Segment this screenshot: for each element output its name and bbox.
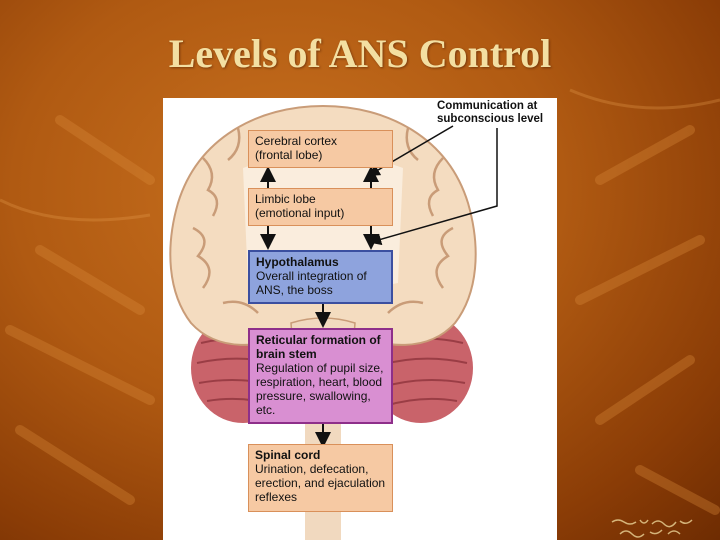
- ans-control-diagram: Communication at subconscious level Cere…: [163, 98, 557, 540]
- hypothalamus-label: Hypothalamus: [256, 255, 339, 269]
- cerebral-cortex-detail: (frontal lobe): [255, 148, 323, 162]
- slide-title: Levels of ANS Control: [168, 31, 552, 76]
- spinal-cord-label: Spinal cord: [255, 448, 321, 462]
- cerebral-cortex-box: Cerebral cortex (frontal lobe): [248, 130, 393, 168]
- limbic-lobe-label: Limbic lobe: [255, 192, 316, 206]
- limbic-lobe-detail: (emotional input): [255, 206, 345, 220]
- limbic-lobe-box: Limbic lobe (emotional input): [248, 188, 393, 226]
- brain-folds: [192, 127, 454, 314]
- watermark-scribble: [611, 519, 693, 538]
- reticular-formation-detail: Regulation of pupil size, respiration, h…: [256, 361, 384, 417]
- reticular-formation-box: Reticular formation of brain stem Regula…: [248, 328, 393, 424]
- spinal-cord-box: Spinal cord Urination, defecation, erect…: [248, 444, 393, 512]
- reticular-formation-label: Reticular formation of brain stem: [256, 333, 381, 361]
- hypothalamus-box: Hypothalamus Overall integration of ANS,…: [248, 250, 393, 304]
- spinal-cord-detail: Urination, defecation, erection, and eja…: [255, 462, 386, 504]
- cerebral-cortex-label: Cerebral cortex: [255, 134, 338, 148]
- hypothalamus-detail: Overall integration of ANS, the boss: [256, 269, 367, 297]
- communication-note: Communication at subconscious level: [437, 100, 544, 125]
